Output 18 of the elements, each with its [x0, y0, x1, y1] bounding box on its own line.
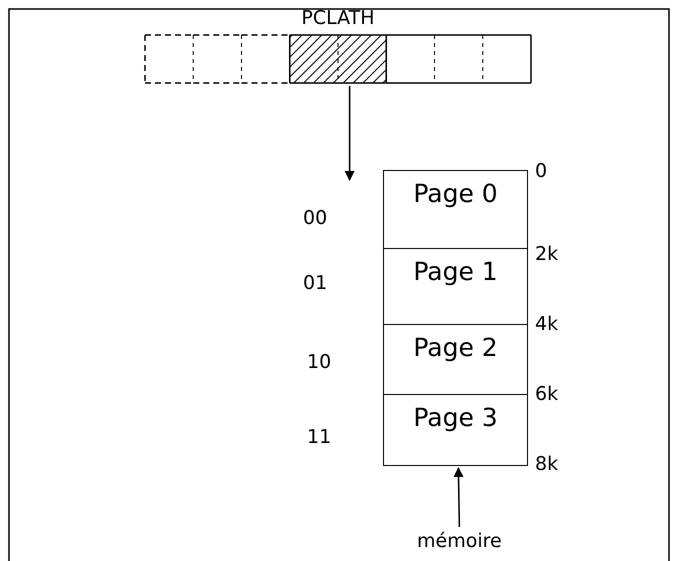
memory-page: Page 2 — [384, 325, 527, 395]
memory-block — [383, 170, 528, 466]
memory-caption: mémoire — [417, 530, 502, 552]
memory-page: Page 3 — [384, 395, 527, 465]
address-label: 4k — [535, 313, 558, 335]
address-label: 01 — [303, 272, 328, 294]
arrow — [454, 467, 464, 528]
memory-page: Page 0 — [384, 171, 527, 249]
arrow — [344, 86, 355, 181]
register-name: PCLATH — [301, 6, 375, 30]
address-label: 0 — [535, 160, 548, 182]
address-label: 2k — [535, 243, 558, 265]
address-label: 11 — [307, 426, 332, 448]
address-label: 8k — [535, 453, 558, 475]
address-label: 6k — [535, 383, 558, 405]
address-label: 00 — [303, 207, 328, 229]
memory-page: Page 1 — [384, 249, 527, 325]
address-label: 10 — [307, 351, 332, 373]
